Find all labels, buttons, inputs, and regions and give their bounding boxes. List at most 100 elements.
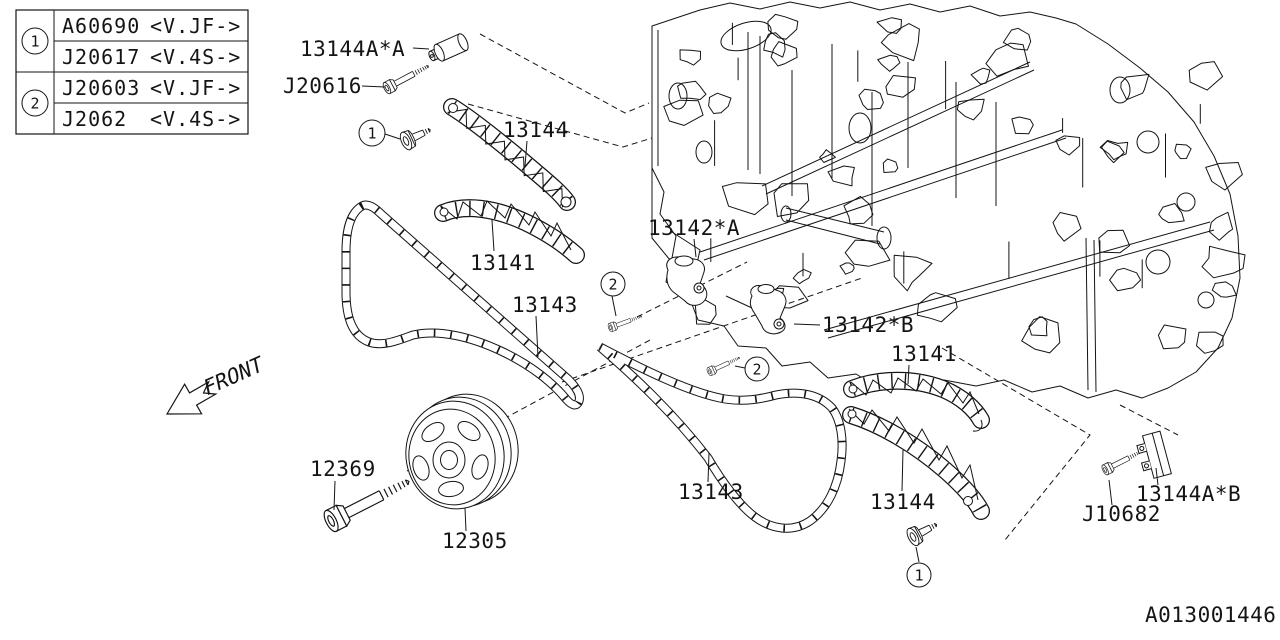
legend-part-code: A60690 (62, 14, 140, 38)
guide-bolt-hole (963, 496, 973, 506)
engine-shaft-end (876, 226, 892, 250)
engine-detail-blob (1120, 73, 1150, 101)
leader-12369 (333, 480, 336, 511)
engine-detail-blob (1196, 331, 1224, 354)
engine-block-left-edge (651, 26, 659, 168)
guide-bolt-hole (560, 196, 572, 208)
engine-detail-blob (1174, 143, 1192, 160)
engine-port-oval (720, 20, 772, 52)
legend-part-code: J2062 (62, 107, 127, 131)
engine-detail-blob (767, 13, 799, 40)
leader-lines (333, 47, 1159, 563)
engine-detail-blob (773, 183, 810, 217)
front-label: FRONT (202, 351, 265, 402)
part-number-labels: 13144A*A J20616 13144 13141 13143 13142*… (283, 37, 1241, 553)
tensioner-bolt-hole (773, 318, 785, 330)
leader-13142-a (693, 238, 697, 258)
legend-row-2b: J2062 <V.4S-> (62, 107, 241, 131)
leader-13144-top (524, 140, 528, 167)
front-arrow-icon (165, 380, 218, 415)
legend-row-1a: A60690 <V.JF-> (62, 14, 241, 38)
engine-detail-blob (679, 49, 701, 66)
engine-detail-blob (843, 195, 874, 225)
bolt-callout1-top (397, 120, 435, 152)
legend-gridlines (16, 10, 248, 134)
guide-bolt-hole (448, 103, 458, 113)
dashed-line-3 (561, 277, 863, 383)
engine-detail-blob (1055, 135, 1081, 156)
callout-2-left: 2 (600, 271, 626, 297)
leader-13144a-b (1155, 467, 1159, 486)
leader-13144a-a (412, 47, 430, 50)
engine-cover-edge (1085, 237, 1097, 393)
engine-detail-blob (1011, 116, 1034, 135)
legend-part-variant: <V.4S-> (150, 107, 241, 131)
engine-boss (1197, 291, 1215, 309)
engine-detail-blob (858, 88, 884, 110)
tensioner-boss (674, 255, 694, 267)
callout-1-bottom: 1 (906, 562, 932, 588)
engine-detail-blob (677, 80, 707, 100)
tensioner-13142-b (749, 284, 787, 335)
legend-callout-2-num: 2 (30, 95, 39, 113)
pulley-cutout (457, 420, 481, 442)
engine-detail-blob (1211, 281, 1237, 298)
guide-bolt-hole (848, 384, 858, 394)
legend-table: 1 2 A60690 <V.JF-> J20617 <V.4S-> J20603<V… (15, 9, 249, 135)
dashed-line-crank-axis (406, 339, 651, 472)
engine-detail-blob (956, 98, 985, 121)
engine-boss (668, 82, 688, 110)
crank-pulley-12305 (405, 393, 519, 510)
tensioner-bolt-hole (693, 282, 705, 294)
engine-detail-blob (985, 42, 1029, 77)
legend-part-variant: <V.JF-> (150, 14, 241, 38)
label-13142-b: 13142*B (822, 313, 914, 337)
legend-callout-1-num: 1 (30, 33, 39, 51)
engine-detail-blob (885, 75, 916, 98)
dashed-line-v (941, 347, 1091, 541)
label-j20616: J20616 (283, 74, 362, 98)
timing-chain-13143-right (597, 343, 847, 533)
label-12369: 12369 (310, 457, 376, 481)
leader-callout1-top (384, 133, 401, 140)
engine-detail-blob (1205, 162, 1243, 191)
engine-detail-blob (819, 149, 836, 163)
engine-boss (1136, 130, 1160, 154)
engine-detail-blob (763, 32, 786, 58)
tensioner-13142-a (666, 255, 708, 306)
label-13143-left: 13143 (512, 293, 578, 317)
engine-detail-blob (1208, 211, 1234, 241)
leader-13141-top (491, 219, 495, 252)
engine-detail-blob (770, 41, 798, 67)
label-12305: 12305 (442, 529, 508, 553)
engine-studs (747, 32, 997, 226)
engine-detail-blob (1028, 316, 1048, 337)
legend-callout-2 (21, 89, 49, 117)
engine-block-silhouette (651, 1, 1241, 399)
leader-j10682 (1108, 479, 1113, 506)
legend-callout-1 (21, 27, 49, 55)
legend-part-variant: <V.4S-> (150, 45, 241, 69)
engine-detail-blob (916, 292, 958, 323)
pulley-cutout (421, 421, 445, 443)
engine-detail-blob (827, 165, 855, 187)
engine-detail-blob (1101, 140, 1125, 164)
guide-bolt-hole (439, 207, 449, 217)
engine-detail-blob (1158, 203, 1185, 224)
leader-13144-bottom (901, 449, 904, 492)
leader-13143-left (535, 315, 539, 358)
callout-1-bottom-num: 1 (914, 567, 923, 585)
engine-detail-blob (893, 254, 933, 292)
engine-detail-blob (839, 262, 855, 275)
engine-boss (695, 140, 713, 164)
legend-row-2a: J20603<V.JF-> (62, 76, 241, 100)
engine-detail-blob (1052, 212, 1082, 242)
legend-part-code: J20617 (62, 45, 140, 69)
engine-cam-rail-3 (823, 221, 1215, 339)
bolt-callout2-a (606, 311, 644, 333)
engine-detail-blob (1002, 27, 1032, 51)
timing-chain-13143-left (341, 200, 584, 410)
engine-detail-blob (1201, 245, 1246, 279)
bolt-j10682 (1100, 446, 1145, 477)
